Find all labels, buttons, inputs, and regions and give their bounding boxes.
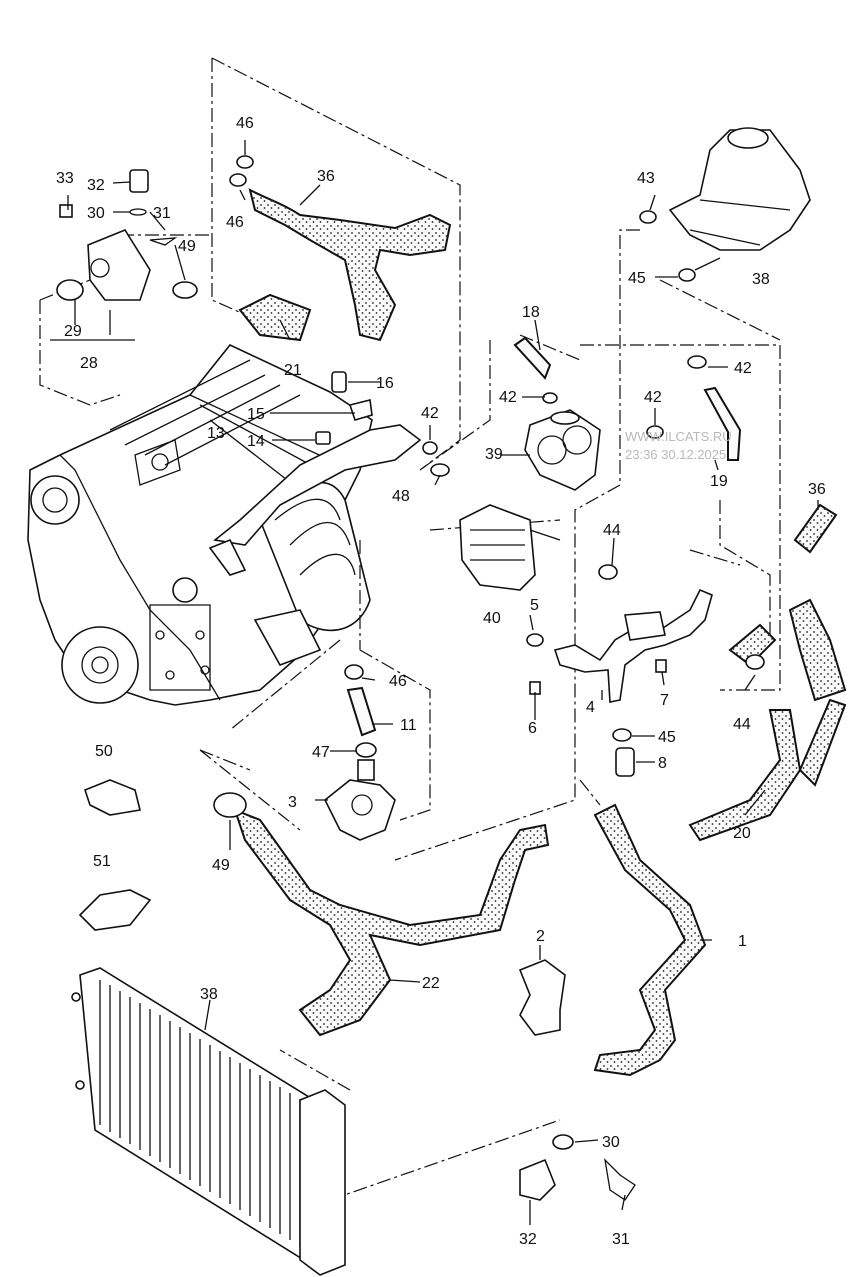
label-19: 19: [710, 473, 728, 490]
label-16: 16: [376, 375, 394, 392]
label-6: 6: [528, 720, 537, 737]
watermark-site: WWW.ILCATS.RU: [625, 429, 732, 444]
label-31: 31: [612, 1231, 630, 1248]
label-7: 7: [660, 692, 669, 709]
label-49: 49: [178, 238, 196, 255]
label-32: 32: [519, 1231, 537, 1248]
label-44: 44: [733, 716, 751, 733]
label-31: 31: [153, 205, 171, 222]
hoses: [233, 188, 847, 1077]
label-22: 22: [422, 975, 440, 992]
part-labels: 33 32 30 31 49 29 28 46 46 36 21 18 16 1…: [56, 115, 826, 1248]
label-3: 3: [288, 794, 297, 811]
label-42: 42: [421, 405, 439, 422]
label-50: 50: [95, 743, 113, 760]
label-33: 33: [56, 170, 74, 187]
label-30: 30: [87, 205, 105, 222]
label-20: 20: [733, 825, 751, 842]
label-40: 40: [483, 610, 501, 627]
label-44: 44: [603, 522, 621, 539]
label-43: 43: [637, 170, 655, 187]
label-46: 46: [236, 115, 254, 132]
label-48: 48: [392, 488, 410, 505]
label-36: 36: [808, 481, 826, 498]
label-11: 11: [400, 717, 417, 734]
label-42: 42: [734, 360, 752, 377]
label-45: 45: [628, 270, 646, 287]
label-51: 51: [93, 853, 111, 870]
label-4: 4: [586, 699, 595, 716]
label-32: 32: [87, 177, 105, 194]
label-42: 42: [499, 389, 517, 406]
label-18: 18: [522, 304, 540, 321]
label-47: 47: [312, 744, 330, 761]
watermark-timestamp: 23:36 30.12.2025: [625, 447, 726, 462]
label-42: 42: [644, 389, 662, 406]
engine-block: [27, 344, 373, 706]
label-13: 13: [207, 425, 225, 442]
label-21: 21: [284, 362, 302, 379]
label-38: 38: [200, 986, 218, 1003]
label-14: 14: [247, 433, 265, 450]
label-36: 36: [317, 168, 335, 185]
label-39: 39: [485, 446, 503, 463]
label-28: 28: [80, 355, 98, 372]
label-15: 15: [247, 406, 265, 423]
label-38: 38: [752, 271, 770, 288]
label-8: 8: [658, 755, 667, 772]
label-5: 5: [530, 597, 539, 614]
parts: [56, 127, 811, 1276]
group-outlines: [39, 57, 781, 1201]
label-46: 46: [389, 673, 407, 690]
leader-lines: [50, 140, 819, 1225]
label-30: 30: [602, 1134, 620, 1151]
label-49: 49: [212, 857, 230, 874]
label-46: 46: [226, 214, 244, 231]
label-29: 29: [64, 323, 82, 340]
label-2: 2: [536, 928, 545, 945]
label-45: 45: [658, 729, 676, 746]
label-1: 1: [738, 933, 747, 950]
